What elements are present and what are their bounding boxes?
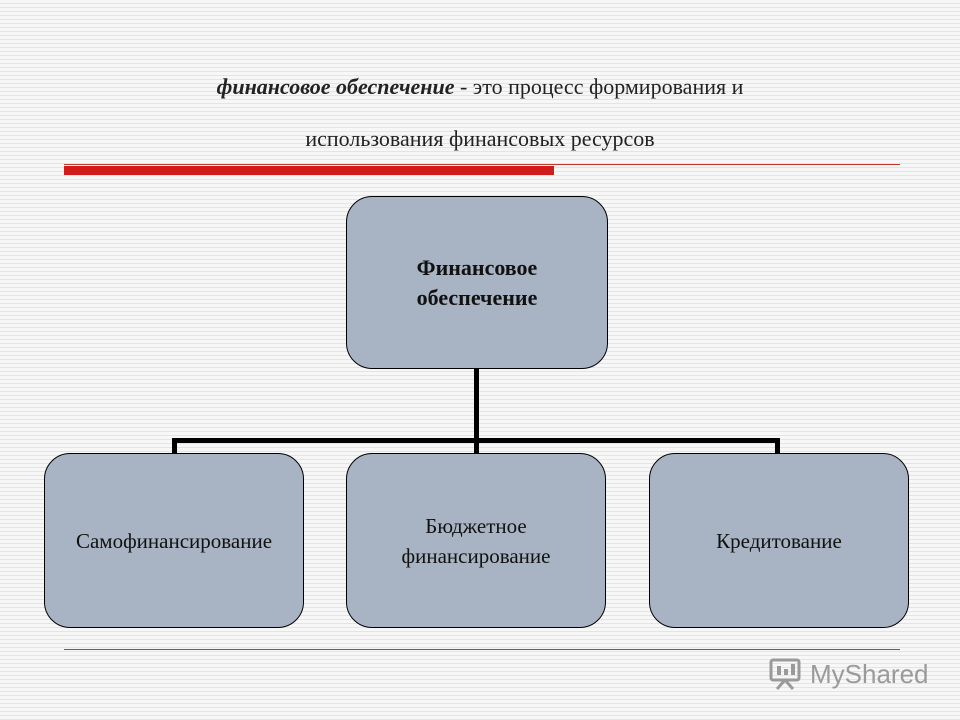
child-node-crediting: Кредитование bbox=[649, 453, 909, 628]
presentation-logo-icon bbox=[769, 658, 801, 690]
child-node-label: Самофинансирование bbox=[75, 528, 273, 553]
connector-trunk bbox=[474, 369, 479, 441]
definition-line-2: использования финансовых ресурсов bbox=[305, 126, 655, 151]
watermark-text: MyShared bbox=[810, 658, 929, 689]
connector-drop-right bbox=[775, 438, 780, 454]
bottom-divider bbox=[64, 649, 900, 650]
definition-text: - это процесс формирования и bbox=[454, 74, 744, 99]
root-node: Финансовое обеспечение bbox=[346, 196, 608, 369]
connector-drop-left bbox=[172, 438, 177, 454]
child-node-label-line1: Бюджетное bbox=[425, 513, 527, 538]
connector-drop-middle bbox=[474, 438, 479, 454]
root-node-label-line1: Финансовое bbox=[416, 254, 538, 280]
child-node-label: Кредитование bbox=[716, 528, 842, 553]
definition-term: финансовое обеспечение bbox=[216, 74, 455, 99]
top-divider-thin bbox=[64, 164, 900, 165]
root-node-label-line2: обеспечение bbox=[416, 284, 538, 310]
top-divider-thick bbox=[64, 166, 554, 175]
child-node-self-financing: Самофинансирование bbox=[44, 453, 304, 628]
definition-line-1: финансовое обеспечение - это процесс фор… bbox=[60, 74, 900, 100]
child-node-label-line2: финансирование bbox=[401, 543, 551, 568]
watermark: MyShared bbox=[768, 656, 929, 692]
child-node-budget-financing: Бюджетное финансирование bbox=[346, 453, 606, 628]
